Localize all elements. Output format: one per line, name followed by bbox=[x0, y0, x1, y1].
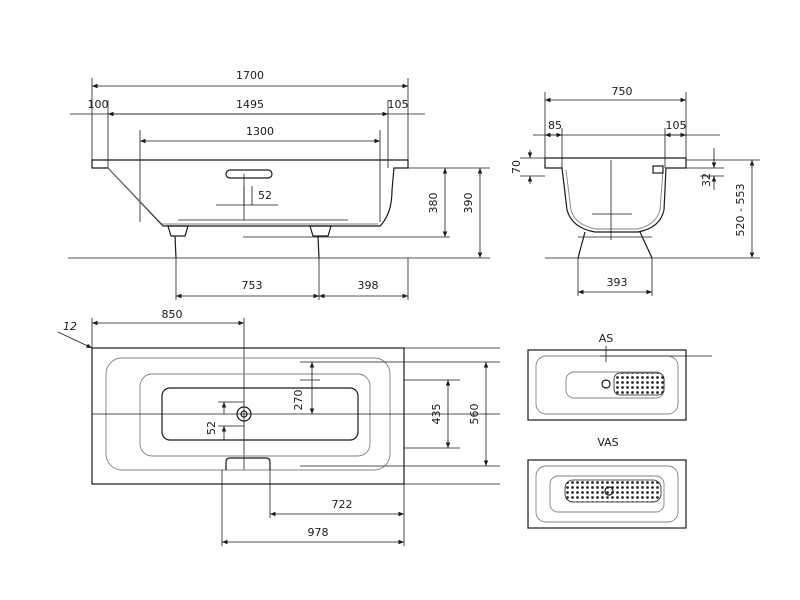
dim-100: 100 bbox=[88, 98, 109, 111]
dim-85: 85 bbox=[548, 119, 562, 132]
dim-520-553: 520 - 553 bbox=[734, 184, 747, 237]
dim-70: 70 bbox=[510, 160, 523, 174]
dim-12-radius: 12 bbox=[63, 320, 77, 333]
dim-722: 722 bbox=[332, 498, 353, 511]
dim-52-side: 52 bbox=[258, 189, 272, 202]
dim-398: 398 bbox=[358, 279, 379, 292]
dim-1300: 1300 bbox=[246, 125, 274, 138]
dim-52-plan: 52 bbox=[205, 421, 218, 435]
as-grip-mat bbox=[613, 372, 665, 396]
plan-view: 850 12 270 52 435 560 722 978 bbox=[57, 308, 500, 546]
dim-435: 435 bbox=[430, 404, 443, 425]
side-view: 1700 100 1495 105 1300 52 380 390 753 39… bbox=[68, 69, 490, 300]
dim-105-end: 105 bbox=[666, 119, 687, 132]
dim-1700: 1700 bbox=[236, 69, 264, 82]
variant-vas: VAS bbox=[527, 436, 687, 529]
dim-753: 753 bbox=[242, 279, 263, 292]
dim-1495: 1495 bbox=[236, 98, 264, 111]
variant-as-label: AS bbox=[599, 332, 614, 345]
dim-978: 978 bbox=[308, 526, 329, 539]
dim-560: 560 bbox=[468, 404, 481, 425]
dim-32: 32 bbox=[700, 173, 713, 187]
dim-850: 850 bbox=[162, 308, 183, 321]
variant-as: AS bbox=[527, 332, 712, 421]
dim-105: 105 bbox=[388, 98, 409, 111]
dim-393: 393 bbox=[607, 276, 628, 289]
variant-vas-label: VAS bbox=[597, 436, 618, 449]
dim-380: 380 bbox=[427, 193, 440, 214]
dim-270: 270 bbox=[292, 390, 305, 411]
dim-750: 750 bbox=[612, 85, 633, 98]
end-view: 750 85 105 70 32 520 - 553 393 bbox=[510, 85, 760, 296]
dim-390: 390 bbox=[462, 193, 475, 214]
